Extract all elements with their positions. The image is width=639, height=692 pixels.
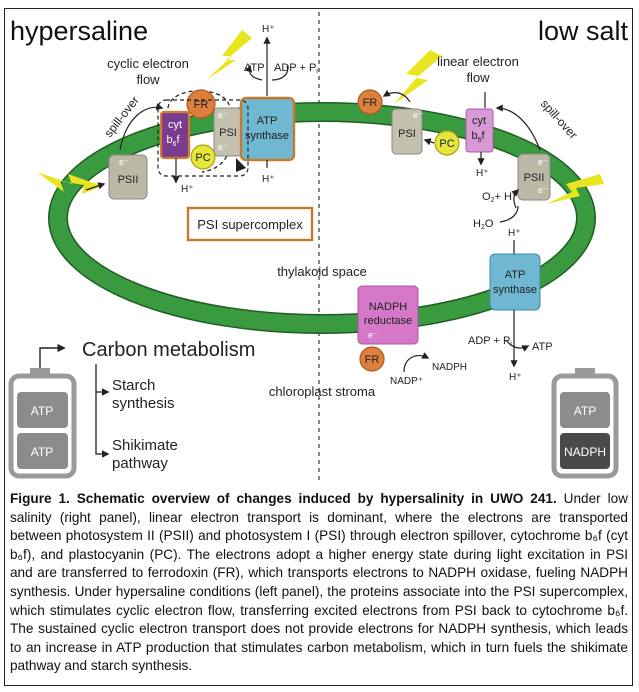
h-plus-label: H⁺	[476, 168, 489, 179]
svg-text:ATP: ATP	[31, 445, 53, 459]
svg-text:PSII: PSII	[524, 172, 545, 184]
svg-text:ATP: ATP	[257, 115, 278, 127]
cyclic-flow-label-2: flow	[136, 72, 160, 87]
psii-left: PSII e⁻	[108, 154, 148, 200]
svg-text:synthase: synthase	[245, 130, 289, 142]
svg-text:b6f: b6f	[471, 130, 485, 144]
h-plus-label: H⁺	[181, 184, 194, 195]
right-panel-title: low salt	[538, 16, 629, 46]
fr-bottom: FR	[359, 346, 385, 372]
nadph-label: NADPH	[432, 362, 467, 373]
o2-label: O2+ H⁺	[482, 191, 518, 204]
svg-text:ATP: ATP	[574, 404, 596, 418]
atp-label: ATP	[532, 341, 553, 353]
svg-text:PC: PC	[195, 152, 210, 164]
supercomplex-outline	[157, 99, 249, 177]
cyt-b6f-left: cyt b6f	[159, 110, 191, 160]
svg-text:FR: FR	[365, 354, 380, 366]
svg-text:NADPH: NADPH	[369, 301, 408, 313]
fr-right: FR	[357, 89, 383, 115]
psii-right: PSII e⁻ e⁻	[517, 153, 551, 201]
carbon-metabolism-label: Carbon metabolism	[82, 339, 255, 361]
svg-text:FR: FR	[194, 99, 209, 111]
starch-label-2: synthesis	[112, 395, 175, 412]
cyclic-flow-label: cyclic electron	[107, 56, 189, 71]
fr-left: FR	[186, 89, 216, 119]
thylakoid-membrane	[48, 102, 596, 334]
svg-text:b6f: b6f	[166, 134, 180, 148]
thylakoid-space-label: thylakoid space	[277, 264, 367, 279]
lightning-bolt-icon	[546, 174, 604, 204]
battery-icon-left: ATP ATP	[8, 368, 77, 479]
svg-text:PSI: PSI	[219, 127, 237, 139]
svg-text:ATP: ATP	[31, 404, 53, 418]
chloroplast-stroma-label: chloroplast stroma	[269, 384, 376, 399]
svg-text:FR: FR	[363, 97, 378, 109]
carbon-arrow	[39, 343, 66, 370]
h2o-label: H2O	[473, 218, 494, 231]
svg-text:synthase: synthase	[493, 284, 537, 296]
lightning-bolt-icon	[37, 172, 102, 194]
adp-pi-label: ADP + Pi	[468, 335, 512, 348]
atp-synthase-right: ATP synthase	[489, 253, 541, 311]
shikimate-label-2: pathway	[112, 455, 168, 472]
nadp-label: NADP⁺	[390, 376, 423, 387]
psi-supercomplex-legend: PSI supercomplex	[186, 206, 314, 242]
battery-icon-right: ATP NADPH	[551, 368, 619, 479]
adp-pi-label: ADP + Pi	[274, 62, 318, 75]
cyt-b6f-right: cyt b6f	[465, 108, 494, 153]
lightning-bolt-icon	[394, 50, 442, 104]
svg-text:PSII: PSII	[118, 174, 139, 186]
svg-text:e⁻: e⁻	[218, 142, 228, 152]
pc-left: PC	[190, 144, 216, 170]
svg-text:cyt: cyt	[168, 119, 182, 131]
svg-text:e⁻: e⁻	[119, 157, 129, 167]
h-plus-label: H⁺	[262, 24, 275, 35]
h-plus-label: H⁺	[508, 228, 521, 239]
spill-over-label-right: spill-over	[538, 97, 581, 142]
svg-text:PSI: PSI	[398, 128, 416, 140]
nadph-reductase: NADPH reductase e⁻	[357, 285, 419, 345]
atp-label: ATP	[244, 62, 265, 74]
left-panel-title: hypersaline	[10, 16, 148, 46]
svg-text:e⁻: e⁻	[538, 185, 548, 195]
linear-flow-label: linear electron	[437, 54, 519, 69]
svg-text:reductase: reductase	[364, 315, 412, 327]
svg-text:e⁻: e⁻	[413, 110, 423, 120]
svg-text:e⁻: e⁻	[538, 157, 548, 167]
svg-text:PSI supercomplex: PSI supercomplex	[197, 217, 303, 232]
svg-text:e⁻: e⁻	[368, 330, 378, 340]
svg-text:PC: PC	[439, 138, 454, 150]
caption-body: Under low salinity (right panel), linear…	[10, 491, 628, 674]
shikimate-label: Shikimate	[112, 437, 178, 454]
pc-right: PC	[434, 130, 460, 156]
h-plus-label: H⁺	[509, 372, 522, 383]
starch-label: Starch	[112, 377, 155, 394]
figure-caption: Figure 1. Schematic overview of changes …	[10, 490, 628, 676]
svg-text:cyt: cyt	[472, 115, 486, 127]
figure-frame	[4, 8, 633, 686]
svg-text:e⁻: e⁻	[218, 110, 228, 120]
svg-text:ATP: ATP	[505, 269, 526, 281]
svg-text:NADPH: NADPH	[564, 445, 606, 459]
atp-synthase-left: ATP synthase	[239, 96, 296, 162]
shikimate-arrow	[95, 392, 110, 458]
psi-right: PSI e⁻	[391, 108, 423, 155]
psi-left: PSI e⁻ e⁻	[213, 107, 243, 157]
cyclic-flow-path	[167, 90, 233, 173]
h-plus-label: H⁺	[262, 174, 275, 185]
caption-heading: Figure 1. Schematic overview of changes …	[10, 491, 557, 506]
diagram: hypersaline low salt thylakoid space chl…	[8, 12, 629, 482]
lightning-bolt-icon	[206, 30, 252, 80]
pc-arrow	[236, 158, 246, 172]
linear-flow-label-2: flow	[466, 70, 490, 85]
starch-arrow	[95, 364, 110, 396]
